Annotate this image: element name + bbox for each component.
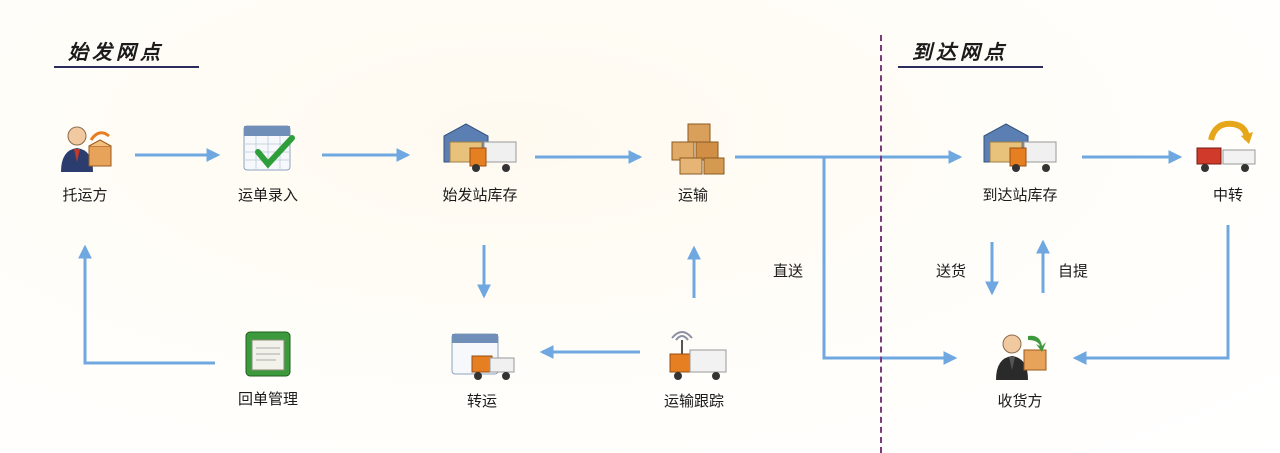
node-receipt-mgmt[interactable]: 回单管理 bbox=[208, 328, 328, 409]
edge-label-delivery: 送货 bbox=[936, 262, 967, 280]
node-consignee[interactable]: 收货方 bbox=[960, 330, 1080, 411]
arrow-receipt-to-shipper bbox=[78, 244, 215, 365]
edge-label-pickup: 自提 bbox=[1058, 262, 1089, 280]
edge-label-direct: 直送 bbox=[773, 262, 804, 280]
trucks-rotate-icon bbox=[1196, 120, 1256, 172]
node-label: 运输跟踪 bbox=[663, 392, 724, 410]
node-transport[interactable]: 运输 bbox=[633, 120, 753, 205]
node-tracking[interactable]: 运输跟踪 bbox=[634, 326, 754, 411]
origin-title-underline bbox=[54, 66, 199, 68]
node-label: 运输 bbox=[677, 186, 708, 204]
green-folder-icon bbox=[245, 331, 291, 377]
arrow-hub-to-consignee bbox=[1072, 225, 1230, 365]
node-dest-stock[interactable]: 到达站库存 bbox=[960, 118, 1080, 205]
calendar-truck-icon bbox=[451, 333, 515, 380]
node-waybill-entry[interactable]: 运单录入 bbox=[208, 122, 328, 205]
person-box-icon bbox=[996, 334, 1047, 380]
destination-title-underline bbox=[898, 66, 1043, 68]
node-transfer-hub[interactable]: 中转 bbox=[1168, 118, 1280, 205]
destination-section-title: 到达网点 bbox=[912, 40, 1008, 64]
gps-truck-icon bbox=[669, 331, 727, 380]
person-box-icon bbox=[61, 126, 112, 172]
section-divider bbox=[880, 35, 882, 453]
origin-section-title: 始发网点 bbox=[68, 40, 164, 64]
node-label: 始发站库存 bbox=[442, 186, 518, 204]
node-label: 托运方 bbox=[62, 186, 108, 204]
warehouse-truck-icon bbox=[983, 123, 1057, 172]
node-label: 到达站库存 bbox=[982, 186, 1058, 204]
node-label: 收货方 bbox=[997, 392, 1043, 410]
warehouse-truck-icon bbox=[443, 123, 517, 172]
boxes-icon bbox=[671, 123, 725, 175]
calendar-check-icon bbox=[243, 125, 295, 171]
arrow-direct-to-consignee bbox=[822, 157, 958, 365]
node-label: 运单录入 bbox=[237, 186, 298, 204]
node-label: 中转 bbox=[1212, 186, 1243, 204]
node-label: 回单管理 bbox=[237, 390, 298, 408]
node-label: 转运 bbox=[466, 392, 497, 410]
node-shipper[interactable]: 托运方 bbox=[25, 122, 145, 205]
node-transshipment[interactable]: 转运 bbox=[422, 330, 542, 411]
node-origin-stock[interactable]: 始发站库存 bbox=[420, 118, 540, 205]
